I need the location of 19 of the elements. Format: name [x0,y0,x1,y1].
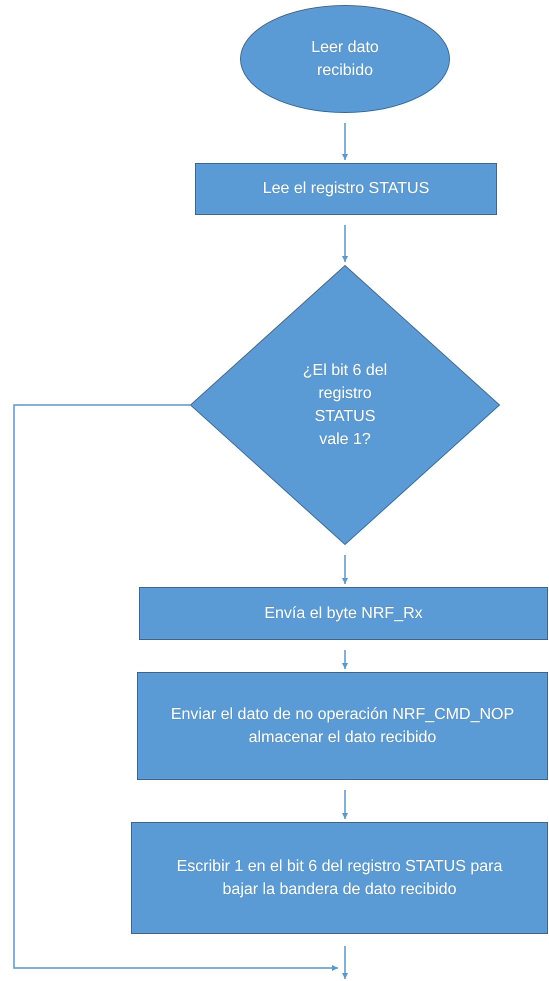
arrow [342,225,348,262]
process-box [131,822,548,934]
decision-diamond [190,265,500,545]
arrow [342,123,348,160]
process-box [137,672,548,780]
step-text: Leer dato recibido [310,38,380,81]
step-text: Envía el byte NRF_Rx [264,604,423,624]
step-text: Lee el registro STATUS [262,179,430,200]
process-box [139,587,548,640]
arrow [342,555,348,584]
arrow [342,790,348,819]
arrow [342,946,348,979]
step-text: ¿El bit 6 del registro STATUS vale 1? [302,360,388,450]
step-text: Escribir 1 en el bit 6 del registro STATUS para bajar la bandera de dato recibido [176,856,504,900]
arrow [342,650,348,669]
step-text: Enviar el dato de no operación NRF_CMD_NOP almacenar el dato recibido [170,704,516,748]
process-box [195,163,497,215]
arrow [13,404,338,971]
start-ellipse [240,5,450,113]
